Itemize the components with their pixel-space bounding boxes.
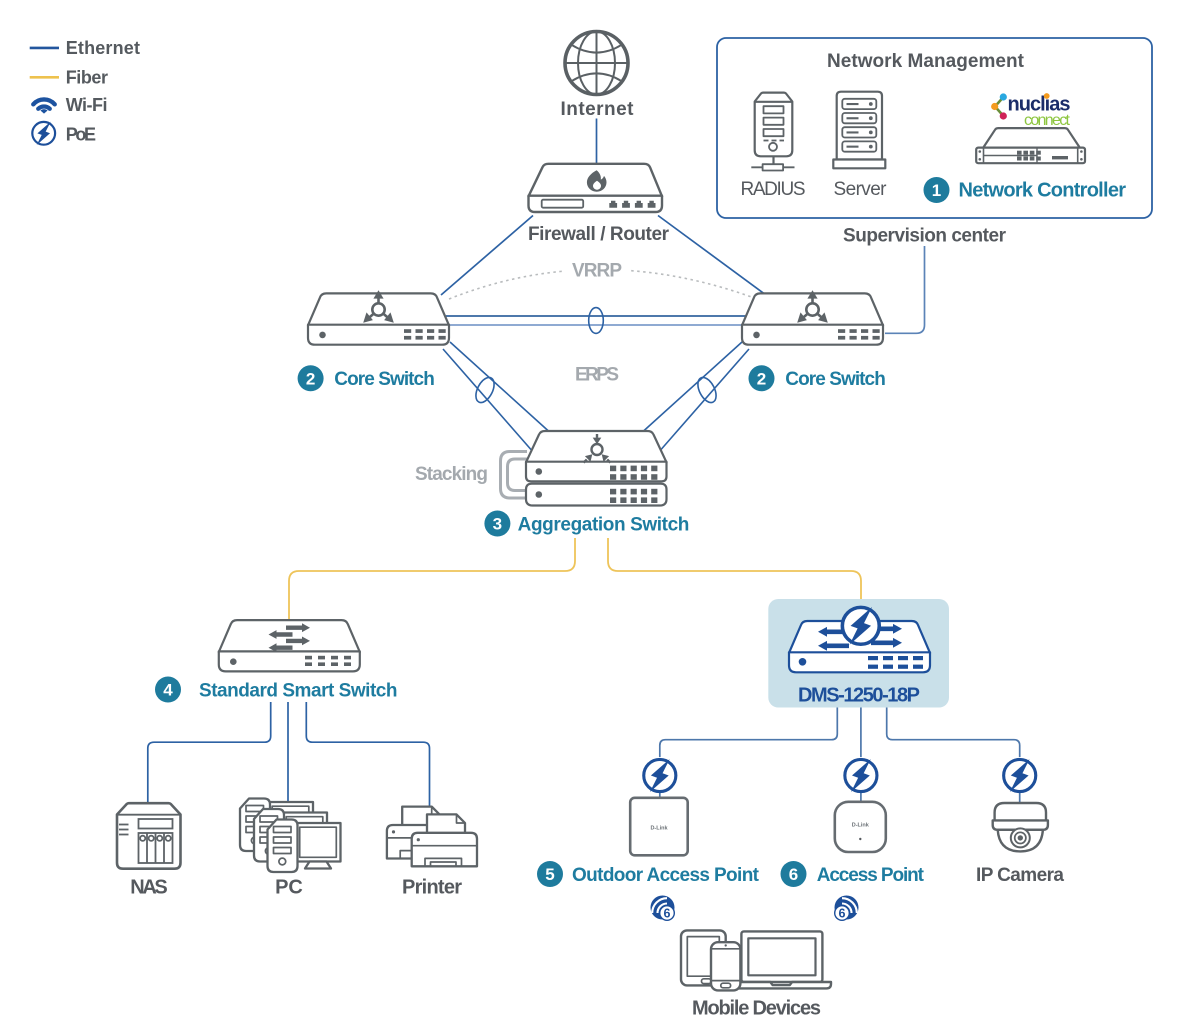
- svg-text:4: 4: [163, 681, 173, 700]
- svg-text:NAS: NAS: [130, 877, 168, 899]
- svg-text:Wi-Fi: Wi-Fi: [66, 95, 108, 115]
- svg-text:Core Switch: Core Switch: [785, 369, 886, 390]
- svg-text:Supervision center: Supervision center: [843, 226, 1007, 247]
- svg-text:2: 2: [757, 369, 766, 388]
- svg-text:Stacking: Stacking: [415, 464, 488, 485]
- svg-text:DMS-1250-18P: DMS-1250-18P: [798, 685, 920, 707]
- svg-text:Mobile Devices: Mobile Devices: [692, 998, 821, 1020]
- svg-text:D-Link: D-Link: [852, 823, 870, 829]
- svg-text:PC: PC: [275, 877, 303, 899]
- svg-text:connect: connect: [1024, 112, 1071, 129]
- svg-text:3: 3: [493, 515, 502, 534]
- svg-text:Server: Server: [834, 179, 888, 200]
- svg-text:Access Point: Access Point: [817, 865, 925, 886]
- svg-text:6: 6: [664, 907, 671, 921]
- svg-text:Printer: Printer: [402, 877, 462, 899]
- svg-text:Outdoor Access Point: Outdoor Access Point: [572, 865, 760, 886]
- svg-text:2: 2: [306, 369, 315, 388]
- svg-text:Ethernet: Ethernet: [66, 38, 140, 58]
- svg-text:Network Management: Network Management: [827, 51, 1025, 72]
- svg-text:Firewall / Router: Firewall / Router: [528, 224, 670, 245]
- svg-text:1: 1: [932, 181, 941, 200]
- svg-text:6: 6: [789, 865, 798, 884]
- svg-text:nuclias: nuclias: [1008, 94, 1071, 116]
- svg-text:6: 6: [839, 907, 846, 921]
- svg-text:IP Camera: IP Camera: [976, 865, 1064, 886]
- svg-text:ERPS: ERPS: [575, 365, 619, 386]
- svg-text:Standard Smart Switch: Standard Smart Switch: [199, 680, 398, 701]
- svg-text:Core Switch: Core Switch: [334, 369, 435, 390]
- svg-text:D-Link: D-Link: [650, 826, 668, 832]
- svg-text:Network Controller: Network Controller: [959, 180, 1127, 202]
- svg-text:RADIUS: RADIUS: [741, 179, 806, 200]
- svg-text:VRRP: VRRP: [572, 261, 622, 282]
- svg-text:Internet: Internet: [561, 99, 635, 120]
- svg-text:Aggregation Switch: Aggregation Switch: [518, 514, 690, 535]
- svg-text:PoE: PoE: [66, 124, 96, 144]
- svg-text:5: 5: [545, 865, 554, 884]
- svg-text:Fiber: Fiber: [66, 68, 108, 88]
